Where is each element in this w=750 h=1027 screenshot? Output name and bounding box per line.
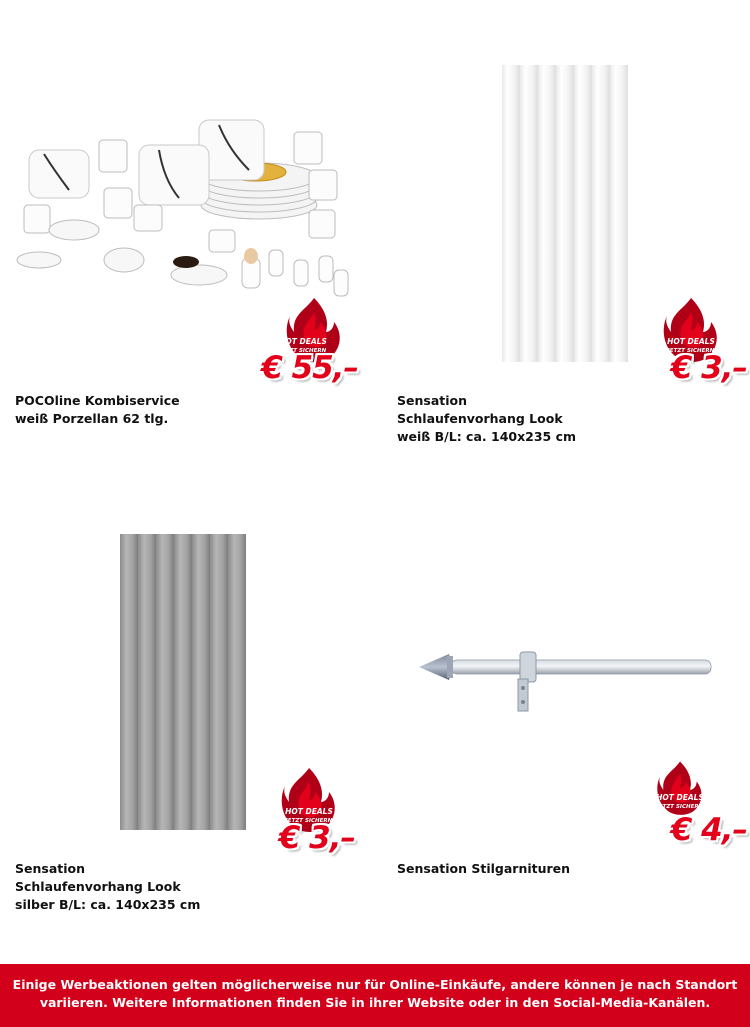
product-image-curtain-rod[interactable] <box>419 646 714 716</box>
flame-icon <box>663 298 717 362</box>
disclaimer-footer: Einige Werbeaktionen gelten möglicherwei… <box>0 964 750 1027</box>
product-name[interactable]: Sensation Schlaufenvorhang Look silber B… <box>15 861 201 912</box>
flame-icon <box>281 768 335 832</box>
price-label: € 3,– <box>670 350 748 386</box>
price-label: € 3,– <box>278 820 356 856</box>
product-name[interactable]: POCOline Kombiservice weiß Porzellan 62 … <box>15 393 180 426</box>
product-image-curtain-silver[interactable] <box>120 534 246 830</box>
disclaimer-text: Einige Werbeaktionen gelten möglicherwei… <box>12 977 738 1010</box>
product-image-dinnerware[interactable] <box>14 110 354 305</box>
product-image-curtain-white[interactable] <box>502 65 628 362</box>
flame-icon <box>286 298 340 362</box>
price-label: € 4,– <box>670 812 748 848</box>
product-name[interactable]: Sensation Schlaufenvorhang Look weiß B/L… <box>397 393 577 444</box>
product-name[interactable]: Sensation Stilgarnituren <box>397 861 571 876</box>
price-label: € 55,– <box>261 350 359 386</box>
flame-icon <box>657 761 702 815</box>
